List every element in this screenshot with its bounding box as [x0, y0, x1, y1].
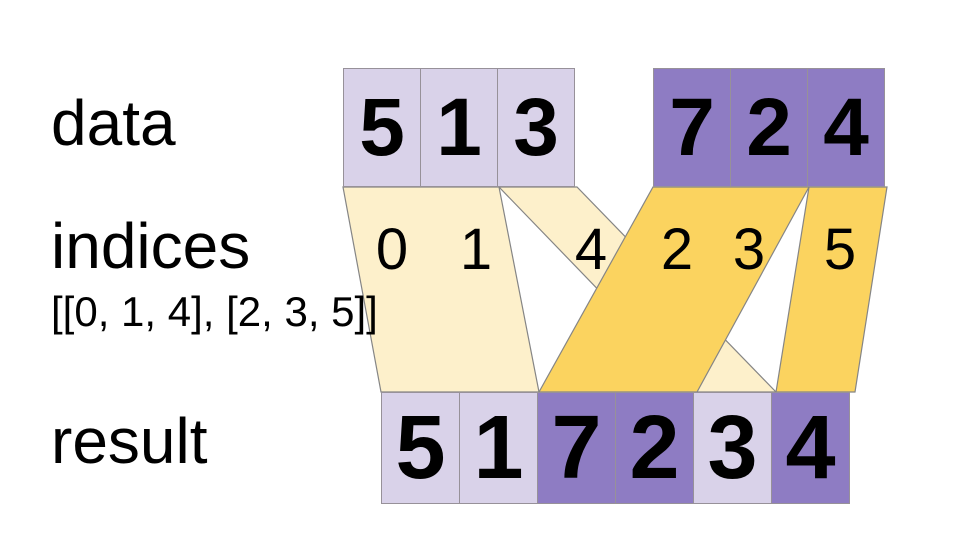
data-cell-5: 5 — [343, 68, 421, 187]
result-cell-0: 5 — [381, 392, 460, 504]
data-cell-4: 4 — [807, 68, 885, 187]
data-cell-7: 7 — [653, 68, 731, 187]
index-label-0: 0 — [375, 217, 409, 282]
result-cell-5: 4 — [771, 392, 850, 504]
result-cell-1: 1 — [459, 392, 538, 504]
index-label-4: 4 — [574, 217, 608, 282]
index-label-3: 3 — [732, 217, 766, 282]
result-cell-4: 3 — [693, 392, 772, 504]
data-cell-2: 2 — [730, 68, 808, 187]
connector-gold-strip — [775, 186, 888, 393]
data-cell-1: 1 — [420, 68, 498, 187]
result-label: result — [51, 405, 208, 477]
index-label-2: 2 — [660, 217, 694, 282]
indices-value-label: [[0, 1, 4], [2, 3, 5]] — [51, 288, 378, 335]
data-label: data — [51, 87, 176, 159]
result-cell-3: 2 — [615, 392, 694, 504]
result-cell-2: 7 — [537, 392, 616, 504]
indices-label: indices — [51, 210, 251, 282]
index-label-1: 1 — [459, 217, 493, 282]
index-label-5: 5 — [823, 217, 857, 282]
data-cell-3: 3 — [497, 68, 575, 187]
